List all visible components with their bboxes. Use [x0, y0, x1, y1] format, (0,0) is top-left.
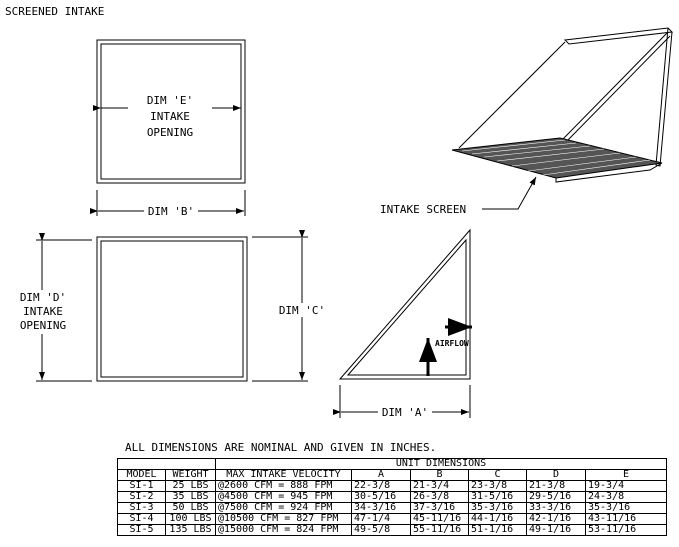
- column-header: A: [351, 469, 411, 481]
- table-cell: 21-3/8: [526, 480, 586, 492]
- table-cell: 49-1/16: [526, 524, 586, 536]
- table-cell: 26-3/8: [410, 491, 469, 503]
- table-cell: 135 LBS: [165, 524, 216, 536]
- intake-screen-leader: [482, 176, 537, 210]
- table-cell: @7500 CFM = 924 FPM: [215, 502, 352, 514]
- table-cell: 29-5/16: [526, 491, 586, 503]
- table-cell: 100 LBS: [165, 513, 216, 525]
- dim-d-label: DIM 'D': [20, 291, 66, 304]
- table-cell: 22-3/8: [351, 480, 411, 492]
- dim-e-label: DIM 'E': [147, 94, 193, 107]
- intake-screen-label: INTAKE SCREEN: [380, 203, 466, 216]
- table-cell: 53-11/16: [585, 524, 667, 536]
- column-header: MODEL: [117, 469, 166, 481]
- table-cell: SI-3: [117, 502, 166, 514]
- front-view-frame: [96, 236, 248, 382]
- table-cell: 49-5/8: [351, 524, 411, 536]
- airflow-label: AIRFLOW: [435, 339, 469, 348]
- dim-b-label: DIM 'B': [148, 205, 194, 218]
- table-cell: 19-3/4: [585, 480, 667, 492]
- table-cell: 30-5/16: [351, 491, 411, 503]
- table-cell: 43-11/16: [585, 513, 667, 525]
- screen-grid: [461, 139, 651, 176]
- table-cell: 35 LBS: [165, 491, 216, 503]
- table-cell: 23-3/8: [468, 480, 527, 492]
- column-header: WEIGHT: [165, 469, 216, 481]
- column-header: MAX INTAKE VELOCITY: [215, 469, 352, 481]
- top-view-frame: [96, 39, 246, 184]
- group-header: UNIT DIMENSIONS: [215, 458, 667, 470]
- isometric-screen-view: [451, 27, 674, 183]
- column-header: C: [468, 469, 527, 481]
- table-cell: 37-3/16: [410, 502, 469, 514]
- table-cell: SI-2: [117, 491, 166, 503]
- dimensions-note: ALL DIMENSIONS ARE NOMINAL AND GIVEN IN …: [125, 441, 436, 454]
- table-cell: 25 LBS: [165, 480, 216, 492]
- table-cell: 44-1/16: [468, 513, 527, 525]
- table-cell: SI-4: [117, 513, 166, 525]
- table-cell: 51-1/16: [468, 524, 527, 536]
- table-cell: 24-3/8: [585, 491, 667, 503]
- table-cell: 45-11/16: [410, 513, 469, 525]
- dim-a-label: DIM 'A': [382, 406, 428, 419]
- column-header: E: [585, 469, 667, 481]
- intake-label: INTAKE: [150, 110, 190, 123]
- table-cell: @4500 CFM = 945 FPM: [215, 491, 352, 503]
- side-view-triangle: [338, 228, 471, 380]
- table-cell: SI-1: [117, 480, 166, 492]
- table-cell: 47-1/4: [351, 513, 411, 525]
- table-cell: 31-5/16: [468, 491, 527, 503]
- table-cell: 42-1/16: [526, 513, 586, 525]
- table-cell: @2600 CFM = 888 FPM: [215, 480, 352, 492]
- table-cell: 35-3/16: [468, 502, 527, 514]
- table-cell: 55-11/16: [410, 524, 469, 536]
- table-cell: 35-3/16: [585, 502, 667, 514]
- table-cell: 34-3/16: [351, 502, 411, 514]
- dim-d-opening-label: OPENING: [20, 319, 66, 332]
- table-cell: 33-3/16: [526, 502, 586, 514]
- table-cell: 50 LBS: [165, 502, 216, 514]
- table-cell: SI-5: [117, 524, 166, 536]
- table-cell: 21-3/4: [410, 480, 469, 492]
- table-cell: @15000 CFM = 824 FPM: [215, 524, 352, 536]
- dim-d-intake-label: INTAKE: [23, 305, 63, 318]
- column-header: B: [410, 469, 469, 481]
- column-header: D: [526, 469, 586, 481]
- opening-label: OPENING: [147, 126, 193, 139]
- drawing-title: SCREENED INTAKE: [5, 5, 104, 18]
- table-cell: @10500 CFM = 827 FPM: [215, 513, 352, 525]
- dim-c-label: DIM 'C': [279, 304, 325, 317]
